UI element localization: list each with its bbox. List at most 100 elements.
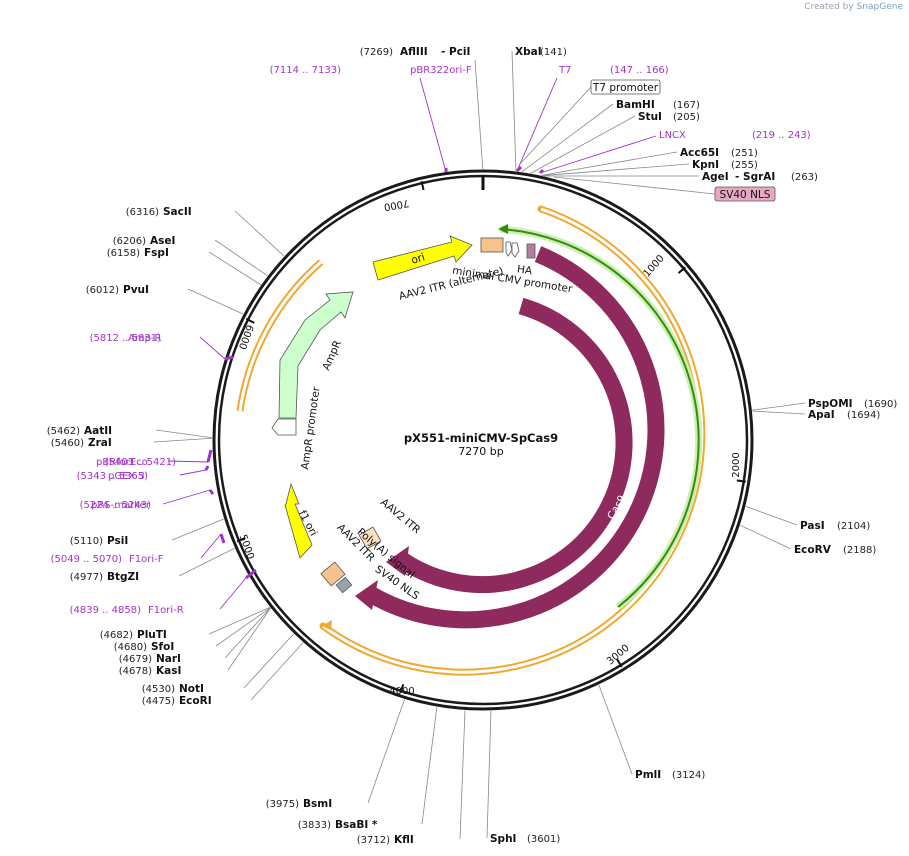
primer-leader	[162, 489, 211, 505]
primer-range: (5049 .. 5070)	[51, 554, 123, 565]
leader-zrai	[153, 437, 213, 443]
box-leader	[519, 86, 592, 165]
primer-name: pRS-marker	[91, 500, 151, 511]
enzyme-pos: (6316)	[126, 207, 159, 218]
enzyme-name: SacII	[163, 206, 192, 218]
primer-name: LNCX	[659, 130, 686, 141]
feature-label-ampr-promoter: AmpR promoter	[299, 385, 323, 470]
enzyme-name: PluTI	[137, 629, 167, 641]
primer-name: F1ori-F	[129, 554, 164, 565]
enzyme-name: PvuI	[123, 284, 149, 296]
enzyme-name: AflIII	[400, 46, 428, 58]
primer-mark	[245, 568, 257, 580]
primer-range: (7114 .. 7133)	[270, 65, 342, 76]
enzyme-name: EcoRI	[179, 695, 212, 707]
enzyme-name: Acc65I	[680, 147, 719, 159]
boxed-label-bg	[714, 186, 776, 202]
enzyme-pos: (5460)	[51, 438, 84, 449]
leader-stui	[530, 115, 636, 174]
leader-fspi	[208, 251, 262, 286]
primer-mark	[208, 489, 215, 495]
enzyme-name: BtgZI	[107, 571, 139, 583]
primer-name: pBR322ori-F	[410, 65, 472, 76]
enzyme-name: BsaBI *	[335, 819, 378, 831]
enzyme-pos: (5110)	[70, 536, 103, 547]
enzyme-pos: (263)	[791, 172, 818, 183]
leader-noti	[243, 633, 294, 689]
enzyme-pos: (4977)	[70, 572, 103, 583]
primer-name: Amp-R	[128, 333, 162, 344]
enzyme-name: BsmI	[303, 798, 332, 810]
leader-pspomi	[752, 402, 806, 411]
boxed-label-t7-promoter: T7 promoter	[592, 82, 659, 94]
enzyme-pos: (141)	[540, 47, 567, 58]
primer-leader	[167, 460, 209, 463]
primer-mark	[219, 533, 226, 544]
enzyme-pos: (4530)	[142, 684, 175, 695]
leader-pmli	[598, 684, 633, 775]
orange-arc-left-core	[238, 260, 322, 412]
primer-name: pBRforEco	[96, 457, 148, 468]
cas9-outer-arc	[362, 246, 665, 629]
tick-label-1000: 1000	[642, 253, 667, 279]
cas9-inner-arc	[392, 297, 633, 594]
enzyme-pos: (3124)	[672, 770, 705, 781]
enzyme-pos: (167)	[673, 100, 700, 111]
itr-box-top	[480, 237, 504, 253]
leader-bsmi	[367, 699, 405, 804]
leader-lines	[153, 50, 806, 840]
enzyme-pos: (205)	[673, 112, 700, 123]
box-leader	[553, 176, 716, 195]
f1ori-arrow	[284, 482, 313, 559]
primer-mark	[204, 465, 210, 471]
enzyme-name: PsiI	[107, 535, 128, 547]
primer-leader	[179, 469, 207, 476]
leader-pasi	[745, 506, 798, 526]
primer-leader	[199, 336, 226, 360]
feature-label-ori: ori	[410, 251, 427, 266]
boxed-label-sv40-nls: SV40 NLS	[720, 189, 771, 201]
itr-box-mid	[358, 526, 382, 550]
leader-asei	[214, 239, 268, 277]
primer-leader	[219, 577, 247, 610]
primer-name: F1ori-R	[148, 605, 184, 616]
tick-label-2000: 2000	[731, 452, 742, 477]
backbone-outer	[212, 169, 754, 711]
polya-box	[335, 576, 353, 594]
leader-sphi	[486, 710, 492, 839]
enzyme-pos: (255)	[731, 160, 758, 171]
leader-pvui	[187, 288, 244, 315]
enzyme-pos: (5462)	[47, 426, 80, 437]
enzyme-pos: (6206)	[113, 236, 146, 247]
enzyme-name: ApaI	[808, 409, 835, 421]
enzyme-pos: (4475)	[142, 696, 175, 707]
leader-ecori	[250, 642, 304, 701]
snapgene-credit: Created by SnapGene	[804, 2, 903, 12]
feature-label-ampr: AmpR	[320, 339, 344, 373]
leader-btgzi	[178, 547, 235, 577]
primer-range: (5403 .. 5421)	[105, 457, 177, 468]
snapgene-logo: SnapGene	[856, 2, 903, 12]
green-orf-line-core	[499, 228, 700, 608]
leader-ecorv	[740, 524, 792, 550]
leader-nari	[224, 607, 271, 659]
enzyme-extra: - PciI	[441, 46, 470, 58]
tick-1000	[677, 266, 686, 274]
enzyme-pos: (251)	[731, 148, 758, 159]
enzyme-pos: (4679)	[119, 654, 152, 665]
enzyme-name: NarI	[156, 653, 181, 665]
enzyme-name: AseI	[150, 235, 175, 247]
primer-range: (219 .. 243)	[752, 130, 811, 141]
primer-range: (4839 .. 4858)	[70, 605, 142, 616]
enzyme-pos: (4678)	[119, 666, 152, 677]
enzyme-name: EcoRV	[794, 544, 832, 556]
ampr-arrow	[278, 291, 354, 419]
leader-aatii	[155, 429, 213, 439]
enzyme-pos: (3712)	[357, 835, 390, 846]
leader-sfoi	[215, 607, 271, 647]
primer-range: (5224 .. 5243)	[80, 500, 152, 511]
enzyme-name: BamHI	[616, 99, 655, 111]
tick-label-4000: 4000	[389, 686, 414, 697]
enzyme-extra: - SgrAI	[735, 171, 775, 183]
enzyme-pos: (4680)	[114, 642, 147, 653]
